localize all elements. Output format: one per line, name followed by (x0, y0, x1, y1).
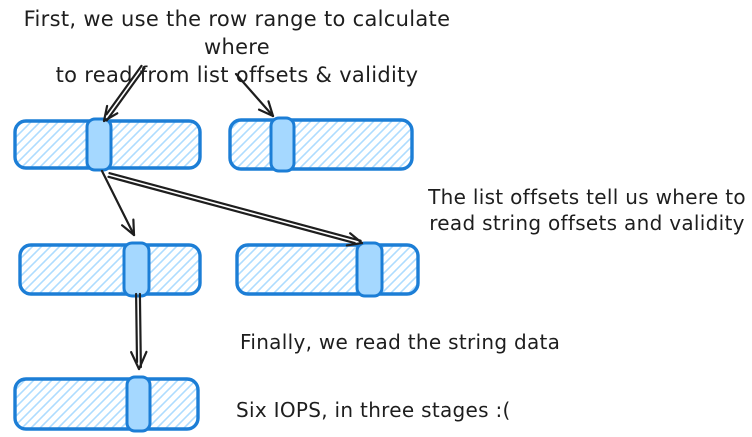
read-range-highlight (355, 241, 384, 298)
annotation-stage2: The list offsets tell us where to read s… (420, 184, 752, 236)
arrow-to-string-offsets (100, 169, 136, 237)
annotation-stage1: First, we use the row range to calculate… (2, 5, 472, 89)
read-range-highlight (269, 116, 296, 173)
list-offsets-buffer (13, 117, 202, 172)
arrow-to-list-validity (234, 72, 275, 118)
string-validity-buffer-outline (235, 243, 420, 296)
list-validity-buffer-outline (228, 118, 414, 171)
list-validity-buffer (228, 116, 414, 173)
arrow-to-string-validity (107, 172, 364, 247)
read-range-highlight (122, 241, 151, 298)
string-data-buffer (13, 375, 200, 433)
annotation-stage2-line1: The list offsets tell us where to (428, 185, 746, 209)
string-offsets-buffer-outline (18, 243, 202, 296)
arrow-to-list-offsets (102, 64, 146, 123)
string-data-buffer-outline (13, 377, 200, 431)
annotation-stage1-line2: to read from list offsets & validity (55, 63, 419, 87)
arrow-to-string-data (130, 292, 148, 371)
read-range-highlight (85, 117, 113, 172)
annotation-stage3: Finally, we read the string data (240, 330, 561, 354)
annotation-summary: Six IOPS, in three stages :( (236, 398, 511, 422)
string-offsets-buffer (18, 241, 202, 298)
annotation-stage1-line1: First, we use the row range to calculate… (23, 7, 451, 59)
string-validity-buffer (235, 241, 420, 298)
read-range-highlight (125, 375, 152, 433)
annotation-stage2-line2: read string offsets and validity (429, 211, 745, 235)
